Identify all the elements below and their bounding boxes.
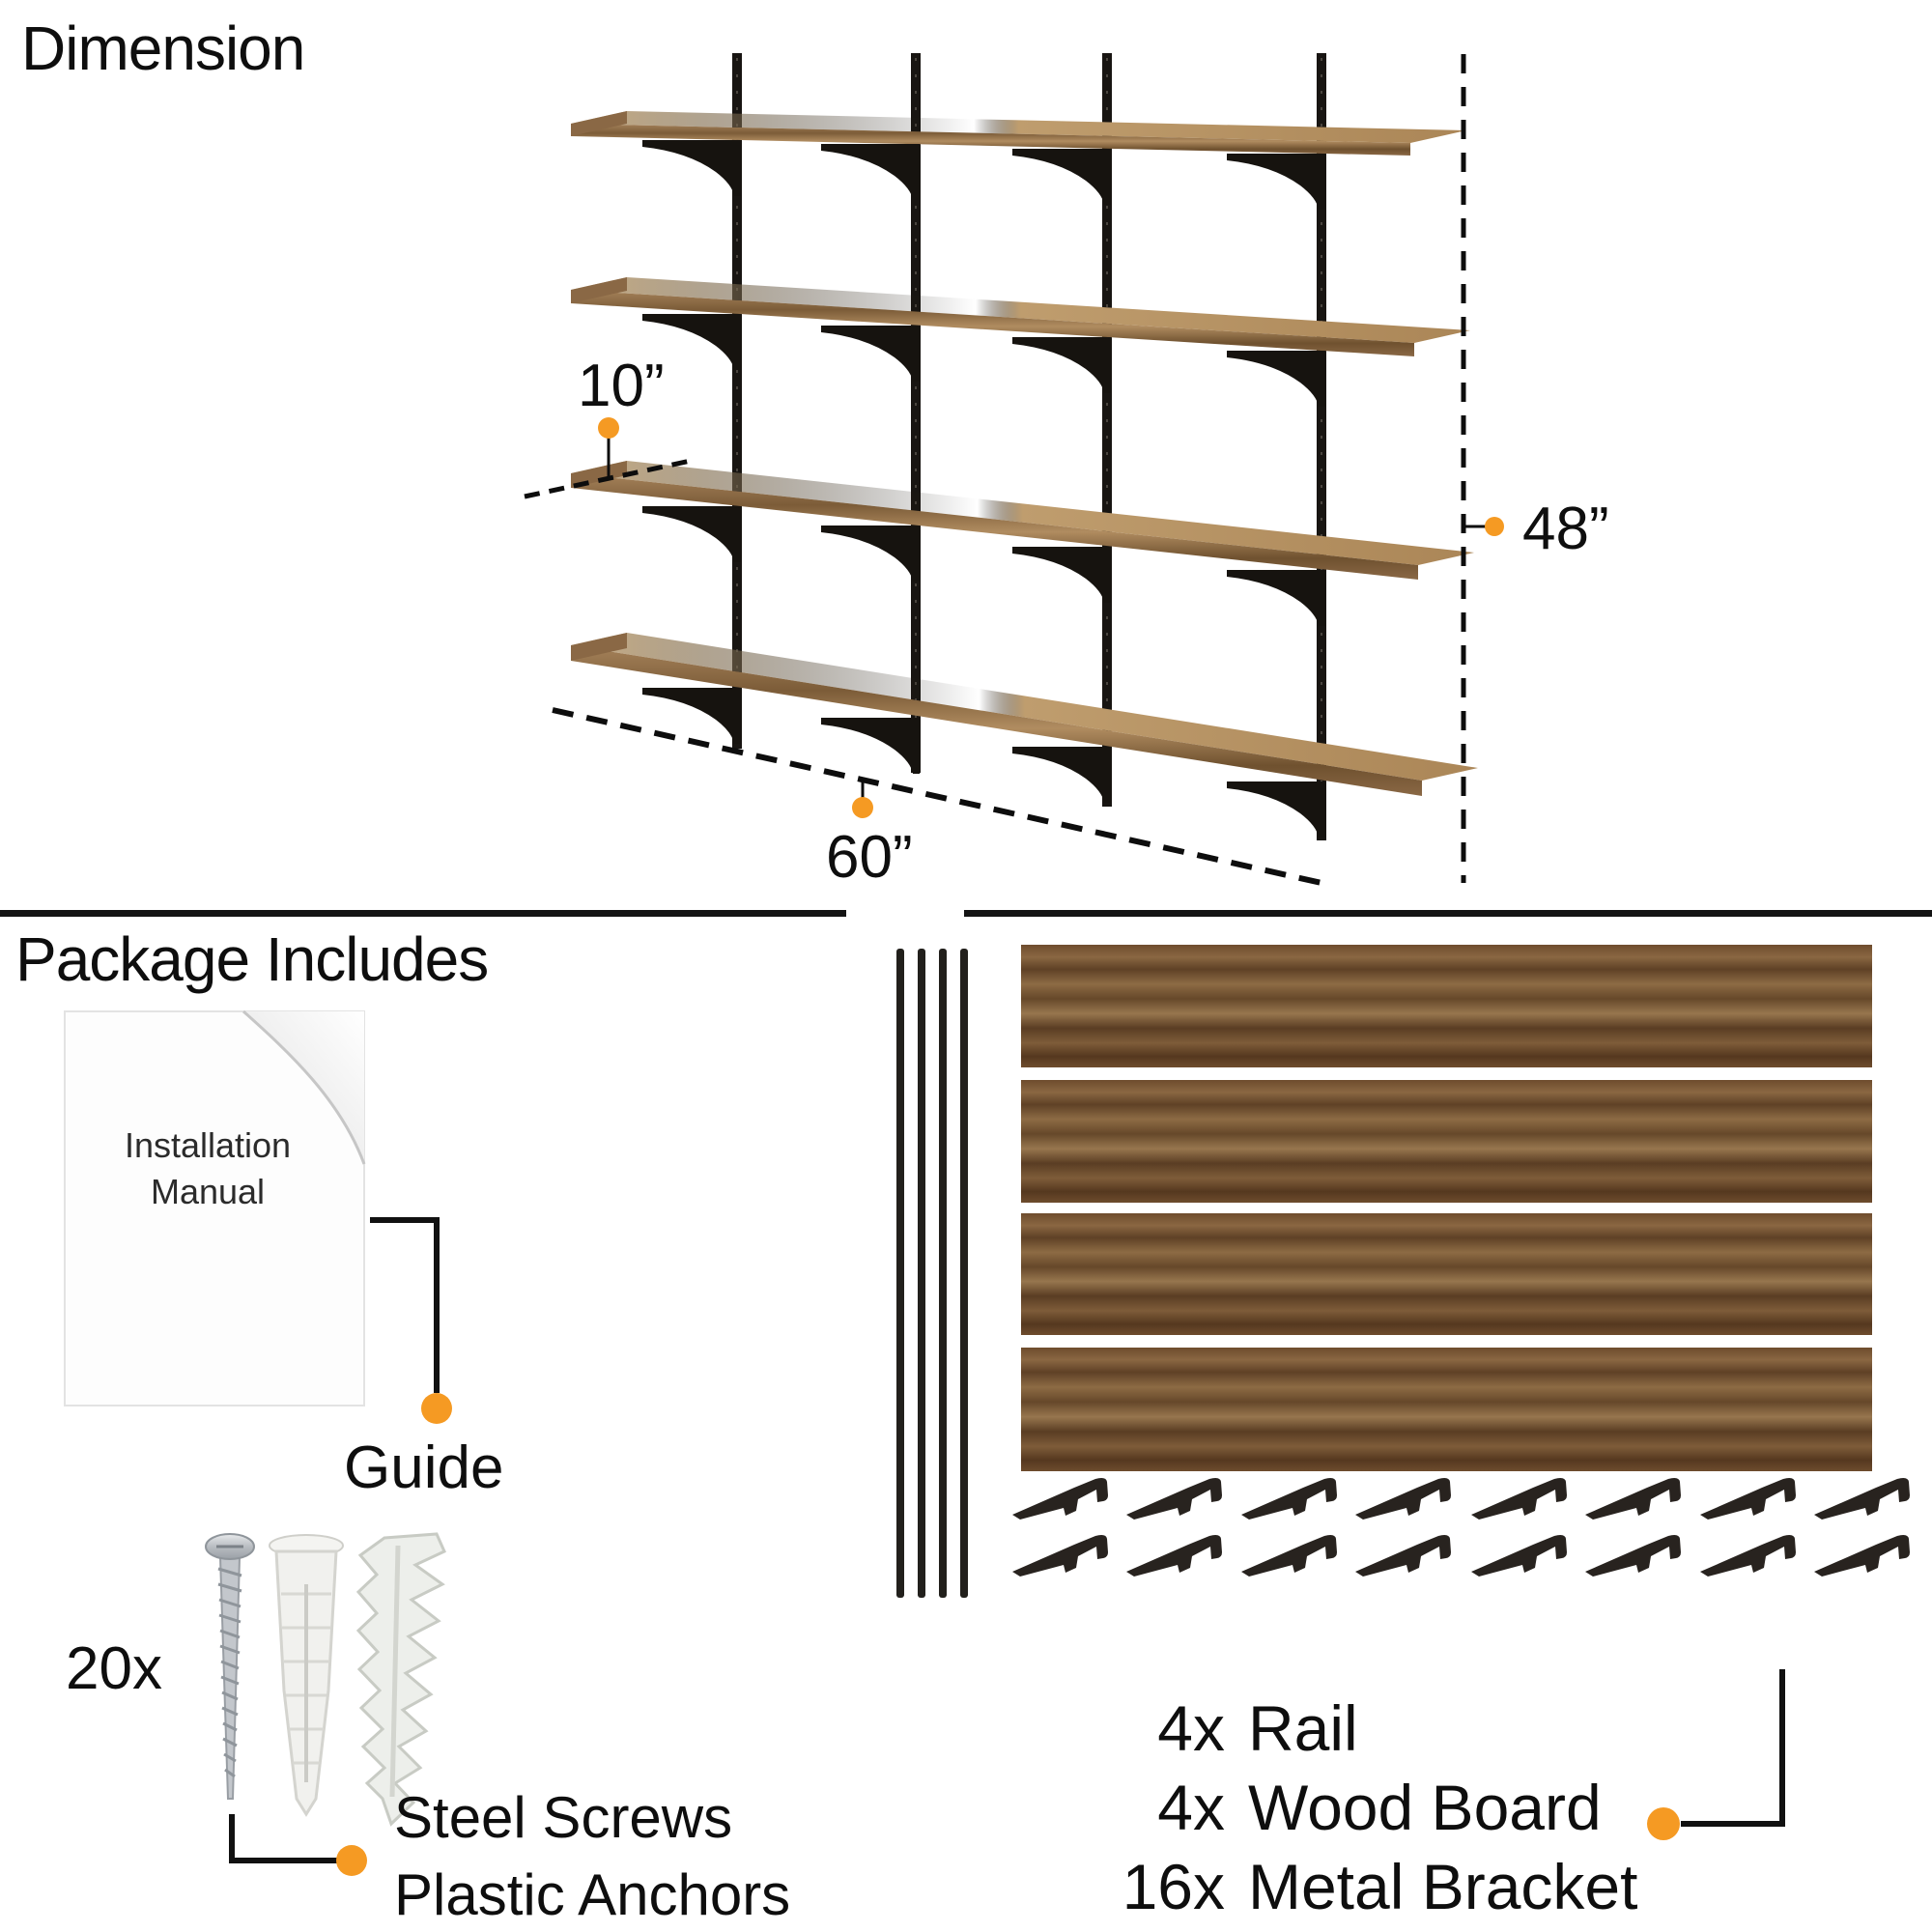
section-title: Package Includes [15, 924, 488, 994]
callout-dot [598, 417, 619, 439]
contents-callout [1647, 1669, 1785, 1840]
content-label-bracket: Metal Bracket [1248, 1851, 1637, 1922]
callout-dot [421, 1393, 452, 1424]
wood-boards-icon [1021, 945, 1872, 1471]
callout-dot [336, 1845, 367, 1876]
page-curl [243, 1011, 364, 1164]
anchor-icon [269, 1534, 344, 1817]
depth-dimension: 10” [578, 353, 665, 419]
shelf-board-4 [571, 633, 1478, 796]
shelf-board-1 [571, 111, 1466, 156]
shelf-board-2 [571, 277, 1470, 356]
hardware-label-2: Plastic Anchors [394, 1862, 790, 1927]
contents-list: 4x Rail 4x Wood Board 16x Metal Bracket [1122, 1692, 1638, 1922]
content-label-rail: Rail [1248, 1692, 1358, 1764]
guide-callout: Guide [344, 1217, 503, 1501]
rail-slots [736, 58, 1322, 836]
width-callout: 60” [552, 707, 1322, 891]
manual-line1: Installation [125, 1125, 291, 1165]
callout-dot [1647, 1807, 1680, 1840]
page-title: Dimension [21, 14, 304, 83]
metal-brackets-icon [1012, 1478, 1910, 1577]
hardware-label-1: Steel Screws [394, 1785, 732, 1850]
content-qty-board: 4x [1157, 1772, 1225, 1843]
self-drill-anchor-icon [355, 1532, 446, 1827]
width-dimension: 60” [826, 824, 913, 891]
depth-callout: 10” [524, 353, 692, 499]
hardware-group: 20x [66, 1532, 790, 1927]
content-qty-rail: 4x [1157, 1692, 1225, 1764]
callout-dot [1485, 517, 1504, 536]
hardware-qty: 20x [66, 1635, 162, 1702]
height-callout: 48” [1461, 54, 1609, 883]
rail-icon [732, 53, 1326, 840]
shelf-unit-drawing [571, 53, 1478, 840]
guide-label: Guide [344, 1435, 503, 1501]
callout-dot [852, 797, 873, 818]
content-qty-bracket: 16x [1122, 1851, 1225, 1922]
section-divider [0, 910, 1932, 917]
content-label-board: Wood Board [1248, 1772, 1602, 1843]
manual-icon: Installation Manual [64, 1009, 366, 1406]
screw-icon [205, 1533, 255, 1800]
height-dimension: 48” [1522, 496, 1609, 562]
hardware-callout-line [229, 1814, 338, 1863]
rails-icon [896, 949, 968, 1598]
manual-line2: Manual [151, 1172, 265, 1211]
